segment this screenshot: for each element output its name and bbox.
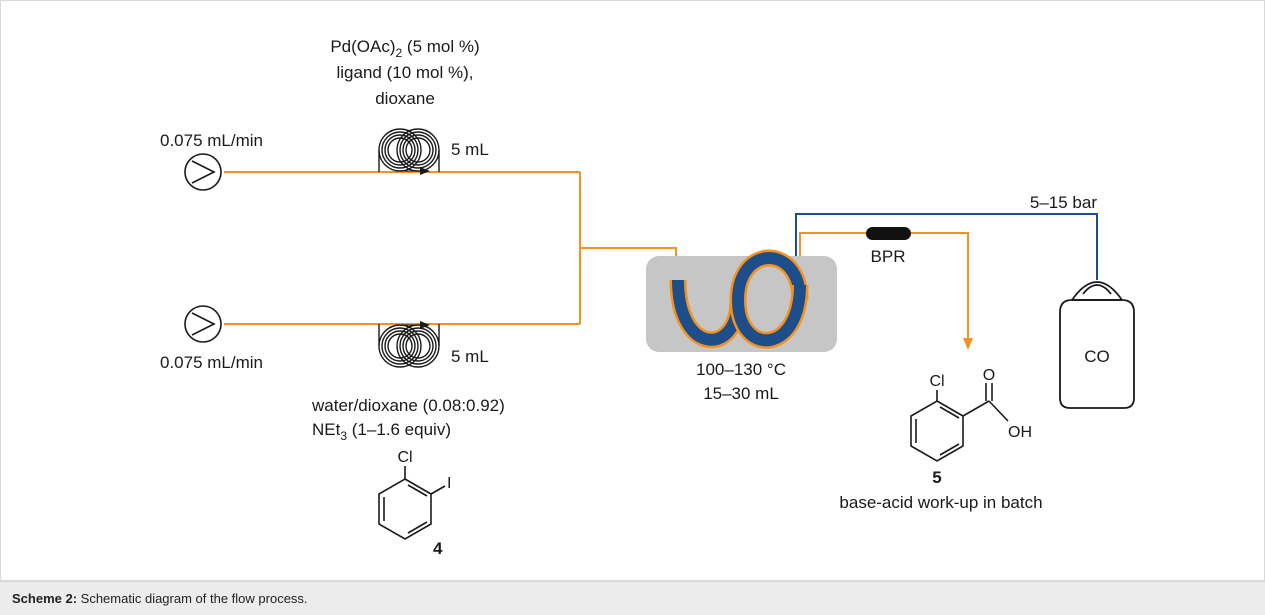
reagents-top-line1: Pd(OAc)2 (5 mol %) xyxy=(330,37,479,60)
product-atom-oh: OH xyxy=(1008,424,1032,441)
caption-text: Schematic diagram of the flow process. xyxy=(77,591,308,606)
bpr-icon xyxy=(866,227,911,240)
substrate-structure xyxy=(378,466,446,540)
reagents-top-line3: dioxane xyxy=(375,89,435,108)
coil-top-icon xyxy=(378,128,440,175)
reactor-volume: 15–30 mL xyxy=(703,384,779,403)
bpr-label: BPR xyxy=(871,247,906,266)
product-structure xyxy=(910,383,1009,462)
reagents-bottom-line2: NEt3 (1–1.6 equiv) xyxy=(312,420,451,443)
co-gas-line xyxy=(795,213,1098,282)
coil-top-volume: 5 mL xyxy=(451,140,489,159)
gas-pressure: 5–15 bar xyxy=(1030,193,1097,212)
substrate-atom-cl: Cl xyxy=(397,449,412,466)
co-cylinder-icon xyxy=(1059,281,1135,409)
product-note: base-acid work-up in batch xyxy=(839,493,1042,512)
flow-diagram: Pd(OAc)2 (5 mol %) ligand (10 mol %), di… xyxy=(0,0,1265,581)
caption-label: Scheme 2: xyxy=(12,591,78,606)
coil-bottom-volume: 5 mL xyxy=(451,347,489,366)
pump-bottom-flow-rate: 0.075 mL/min xyxy=(160,353,263,372)
reagents-bottom-line1: water/dioxane (0.08:0.92) xyxy=(311,396,505,415)
pump-top-icon xyxy=(184,153,222,191)
figure-caption: Scheme 2: Schematic diagram of the flow … xyxy=(0,581,1265,615)
product-atom-o: O xyxy=(983,367,995,384)
cylinder-label: CO xyxy=(1084,347,1110,366)
coil-bottom-icon xyxy=(378,321,440,368)
pump-bottom-icon xyxy=(184,305,222,343)
heated-reactor xyxy=(646,249,837,352)
product-atom-cl: Cl xyxy=(929,373,944,390)
outlet-arrowhead xyxy=(963,338,973,350)
reagents-top-line2: ligand (10 mol %), xyxy=(336,63,473,82)
scheme-border xyxy=(0,0,1265,581)
product-number: 5 xyxy=(932,468,941,487)
substrate-number: 4 xyxy=(433,539,443,558)
substrate-atom-i: I xyxy=(447,475,451,492)
reactor-temperature: 100–130 °C xyxy=(696,360,786,379)
pump-top-flow-rate: 0.075 mL/min xyxy=(160,131,263,150)
